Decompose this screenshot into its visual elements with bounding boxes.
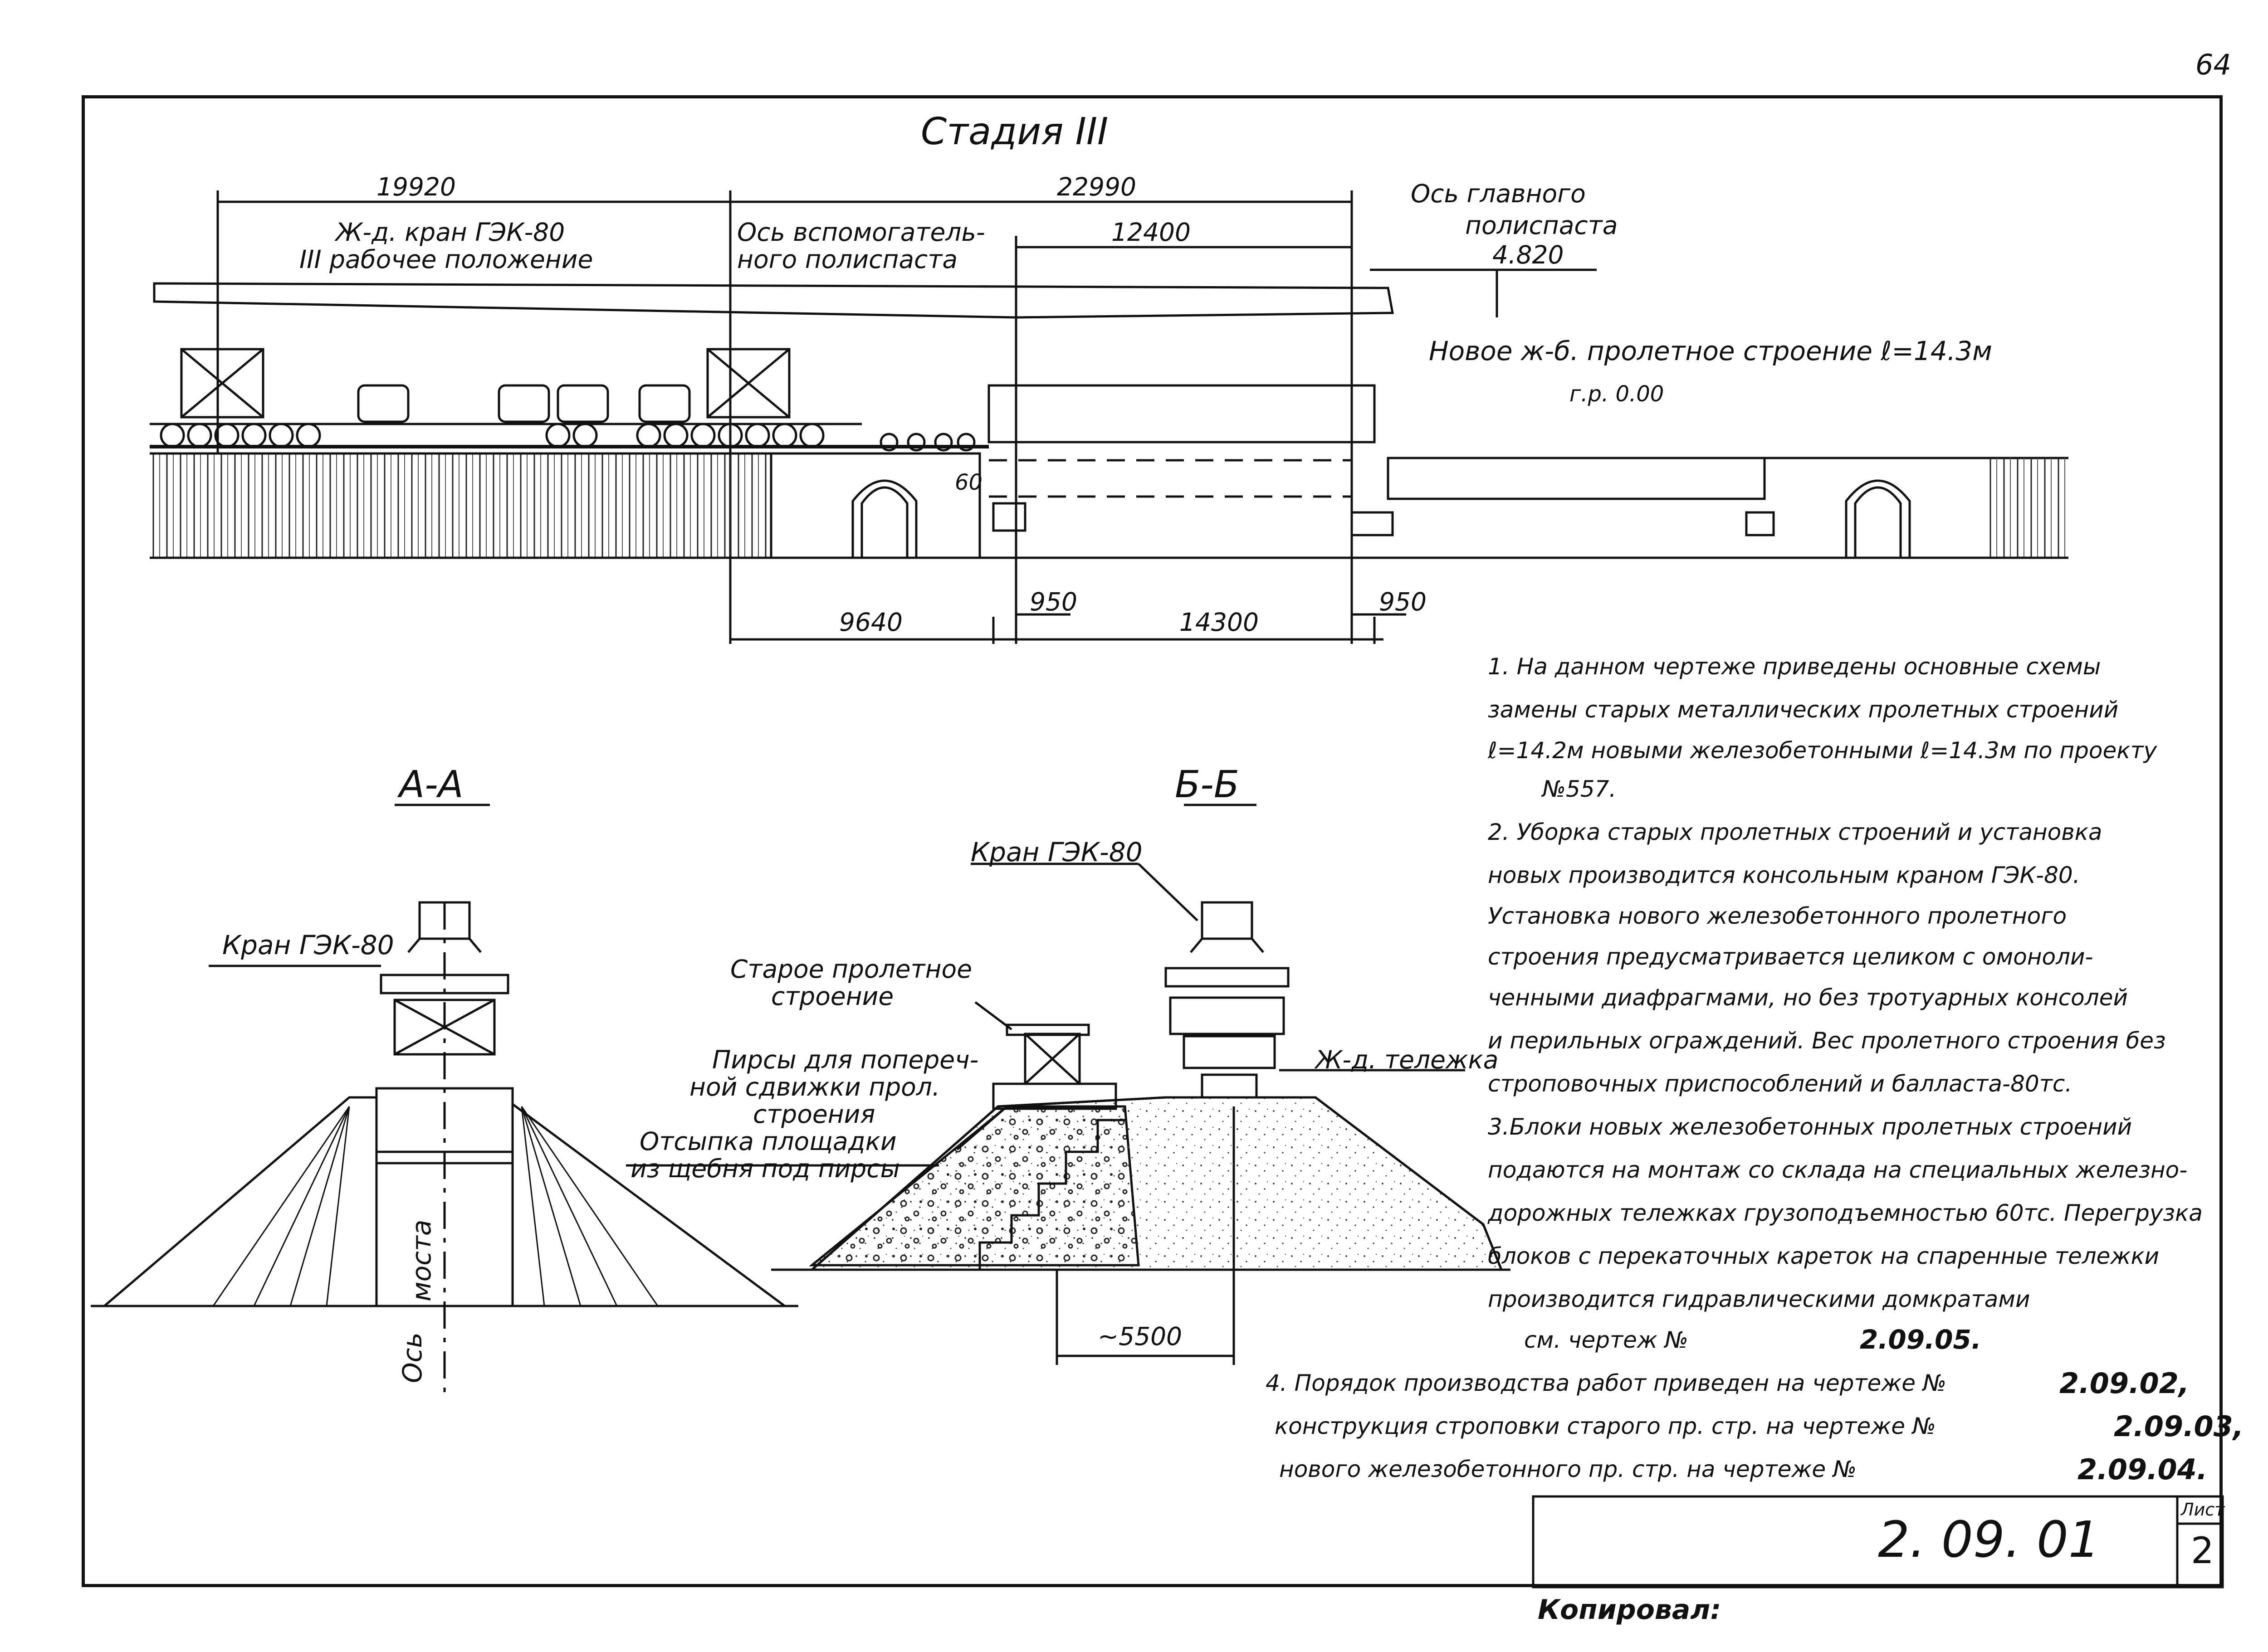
note-line: подаются на монтаж со склада на специаль… xyxy=(1488,1157,2188,1183)
note-line: строповочных приспособлений и балласта-8… xyxy=(1488,1071,2072,1097)
note4-line: 4. Порядок производства работ приведен н… xyxy=(1266,1370,1946,1396)
bb-piers-2: ной сдвижки прол. xyxy=(689,1072,940,1101)
crane-carriage-right xyxy=(706,348,791,419)
note-line: дорожных тележках грузоподъемностью 60тс… xyxy=(1488,1200,2203,1226)
sheet-label: Лист xyxy=(2181,1500,2225,1520)
note-line: Установка нового железобетонного пролетн… xyxy=(1488,903,2067,929)
bb-fill-2: из щебня под пирсы xyxy=(631,1154,900,1183)
dim-12400: 12400 xyxy=(1111,218,1191,247)
label-main-axis-2: полиспаста xyxy=(1465,211,1618,240)
bb-trolley xyxy=(1201,1073,1258,1099)
note-line: ℓ=14.2м новыми железобетонными ℓ=14.3м п… xyxy=(1488,737,2157,764)
label-main-axis-1: Ось главного xyxy=(1411,179,1586,208)
aa-crane-label: Кран ГЭК-80 xyxy=(222,930,394,960)
note-line: строения предусматривается целиком с омо… xyxy=(1488,944,2093,970)
drawing-frame xyxy=(82,95,2223,1587)
drawing-number: 2. 09. 01 xyxy=(1878,1511,2100,1569)
note4-number: 2.09.03, xyxy=(2114,1410,2244,1443)
crane-boom xyxy=(153,282,1394,319)
dim-4820: 4.820 xyxy=(1492,240,1564,269)
sheet-page-number: 64 xyxy=(2195,48,2231,81)
aa-axis-label-2: моста xyxy=(406,1219,437,1301)
dim-950-right: 950 xyxy=(1379,587,1427,616)
bb-embankment xyxy=(809,1096,1503,1271)
note4-line: конструкция строповки старого пр. стр. н… xyxy=(1275,1413,1936,1439)
title-block xyxy=(1532,1495,2224,1589)
existing-span-right xyxy=(1387,457,1766,500)
bb-piers-3: строения xyxy=(753,1100,875,1129)
bb-old-span-2: строение xyxy=(771,982,894,1011)
embankment-left xyxy=(150,453,771,558)
stage-title: Стадия III xyxy=(921,110,1109,153)
ref-number: 2.09.05. xyxy=(1860,1324,1981,1355)
culvert-left xyxy=(860,486,909,558)
label-aux-axis-2: ного полиспаста xyxy=(737,245,958,274)
dim-9640: 9640 xyxy=(839,608,903,637)
note-line: производится гидравлическими домкратами xyxy=(1488,1286,2030,1312)
note-line: блоков с перекаточных кареток на спаренн… xyxy=(1488,1243,2160,1269)
note-line: 2. Уборка старых пролетных строений и ус… xyxy=(1488,819,2102,845)
note4-number: 2.09.02, xyxy=(2059,1367,2190,1400)
section-bb-title: Б-Б xyxy=(1175,763,1240,806)
bb-dim-5500: ~5500 xyxy=(1098,1322,1183,1351)
ref-label: см. чертеж № xyxy=(1524,1327,1688,1353)
wheelset xyxy=(160,423,976,452)
culvert-right xyxy=(1854,486,1902,558)
bb-fill-1: Отсыпка площадки xyxy=(640,1127,897,1156)
note-line: замены старых металлических пролетных ст… xyxy=(1488,697,2119,723)
sheet-number: 2 xyxy=(2191,1530,2214,1572)
embankment-right xyxy=(1987,458,2068,558)
label-crane: Ж-д. кран ГЭК-80 xyxy=(336,218,565,247)
dim-14300: 14300 xyxy=(1179,608,1259,637)
crane-carriage-left xyxy=(180,348,264,419)
note-line: ченными диафрагмами, но без тротуарных к… xyxy=(1488,984,2128,1011)
bb-crane-label: Кран ГЭК-80 xyxy=(971,837,1143,867)
copied-by: Копировал: xyxy=(1538,1594,1721,1626)
label-crane-position: III рабочее положение xyxy=(299,245,593,274)
note-line: и перильных ограждений. Вес пролетного с… xyxy=(1488,1028,2166,1054)
aa-axis-label-1: Ось xyxy=(397,1332,428,1383)
dim-60: 60 xyxy=(955,470,983,495)
note-line: новых производится консольным краном ГЭК… xyxy=(1488,862,2080,888)
dim-950-left: 950 xyxy=(1030,587,1077,616)
note4-number: 2.09.04. xyxy=(2077,1453,2208,1486)
bb-trolley-label: Ж-д. тележка xyxy=(1315,1045,1499,1074)
dim-19920: 19920 xyxy=(376,172,456,201)
note-line: 1. На данном чертеже приведены основные … xyxy=(1488,653,2101,680)
note-line: 3.Блоки новых железобетонных пролетных с… xyxy=(1488,1114,2132,1140)
label-rail-level: г.р. 0.00 xyxy=(1569,381,1664,407)
bb-old-span-1: Старое пролетное xyxy=(730,955,973,984)
note4-line: нового железобетонного пр. стр. на черте… xyxy=(1279,1456,1857,1482)
new-rc-span xyxy=(987,384,1376,443)
label-new-span: Новое ж-б. пролетное строение ℓ=14.3м xyxy=(1429,336,1992,366)
section-aa-title: А-А xyxy=(399,763,464,806)
bb-crane-head xyxy=(1201,901,1253,940)
bb-piers-1: Пирсы для попереч- xyxy=(712,1045,979,1074)
label-aux-axis-1: Ось вспомогатель- xyxy=(737,218,985,247)
dim-22990: 22990 xyxy=(1057,172,1136,201)
note-line: №557. xyxy=(1542,776,1617,802)
